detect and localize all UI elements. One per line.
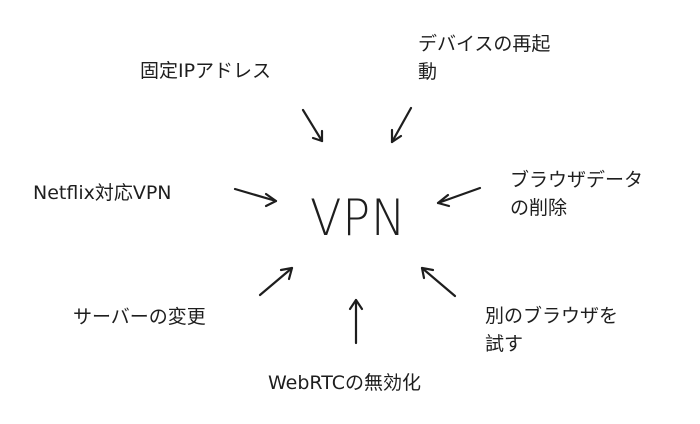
arrow-from-restart-device — [390, 106, 413, 144]
node-clear-browser: ブラウザデータ の削除 — [510, 166, 643, 222]
node-other-browser-line2: 試す — [485, 333, 524, 355]
node-restart-device-line2: 動 — [418, 61, 438, 83]
arrow-from-clear-browser — [436, 186, 482, 208]
node-change-server: サーバーの変更 — [73, 306, 206, 328]
node-static-ip: 固定IPアドレス — [140, 60, 272, 82]
node-netflix-vpn: Netflix対応VPN — [33, 182, 172, 204]
node-restart-device: デバイスの再起 動 — [418, 30, 550, 86]
node-clear-browser-line1: ブラウザデータ — [510, 169, 644, 191]
node-restart-device-line1: デバイスの再起 — [418, 33, 551, 55]
node-other-browser-line1: 別のブラウザを — [485, 305, 619, 327]
arrow-from-other-browser — [420, 266, 457, 298]
arrow-from-netflix-vpn — [233, 187, 278, 208]
arrow-from-change-server — [258, 266, 294, 297]
node-disable-webrtc: WebRTCの無効化 — [268, 372, 422, 394]
arrow-from-static-ip — [301, 108, 324, 143]
node-other-browser: 別のブラウザを 試す — [485, 302, 618, 358]
arrow-from-disable-webrtc — [348, 298, 364, 345]
center-label-vpn: VPN — [310, 189, 407, 247]
node-clear-browser-line2: の削除 — [510, 197, 568, 219]
